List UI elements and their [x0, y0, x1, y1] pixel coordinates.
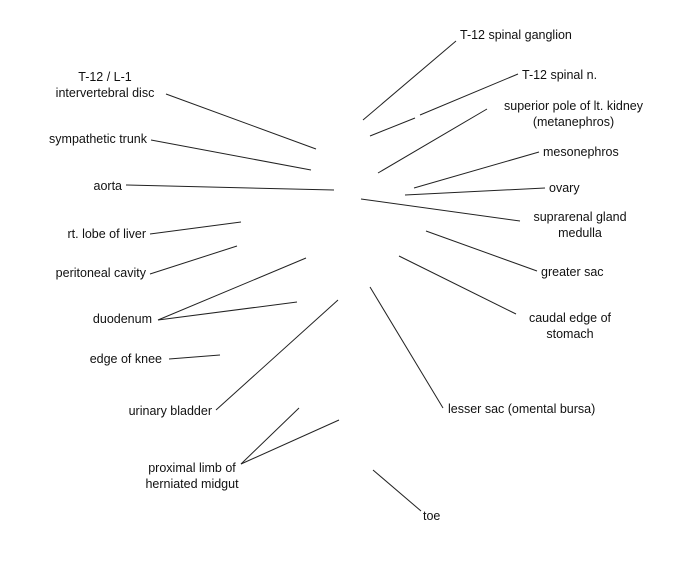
label-ovary: ovary: [549, 181, 580, 195]
leader-peritoneal-cavity: [149, 245, 238, 275]
label-rt-lobe-of-liver: rt. lobe of liver: [67, 227, 146, 241]
label-t12-spinal-ganglion: T-12 spinal ganglion: [460, 28, 572, 42]
label-aorta: aorta: [93, 179, 123, 193]
leader-urinary-bladder: [215, 299, 339, 411]
leader-duodenum-lower: [157, 301, 298, 321]
leader-superior-pole-kidney: [377, 108, 488, 174]
label-superior-pole-kidney: superior pole of lt. kidney (metanephros…: [504, 99, 643, 129]
leader-lesser-sac: [369, 286, 444, 409]
label-t12-spinal-nerve: T-12 spinal n.: [522, 68, 598, 82]
leader-t12-nerve-a: [419, 73, 519, 116]
leader-t12-ganglion: [362, 40, 457, 121]
label-proximal-limb-herniated-midgut: proximal limb of herniated midgut: [145, 461, 239, 491]
leader-t12-nerve-b: [369, 117, 416, 137]
leader-duodenum-upper: [157, 257, 307, 321]
leader-toe: [372, 469, 422, 512]
leader-aorta: [125, 184, 335, 191]
leader-mesonephros: [413, 151, 540, 189]
label-urinary-bladder: urinary bladder: [128, 404, 212, 418]
label-sympathetic-trunk: sympathetic trunk: [49, 132, 147, 146]
label-caudal-edge-of-stomach: caudal edge of stomach: [528, 311, 611, 341]
leader-midgut-upper: [240, 407, 300, 465]
label-duodenum: duodenum: [92, 312, 152, 326]
leader-midgut-lower: [240, 419, 340, 465]
leader-stomach-edge: [398, 255, 517, 315]
label-t12-l1-disc: T-12 / L-1 intervertebral disc: [55, 70, 155, 100]
leader-suprarenal-medulla: [360, 198, 521, 222]
label-edge-of-knee: edge of knee: [89, 352, 162, 366]
leader-sympathetic-trunk: [150, 139, 312, 171]
label-lesser-sac: lesser sac (omental bursa): [448, 402, 596, 416]
leader-knee-edge: [168, 354, 221, 360]
label-toe: toe: [423, 509, 441, 523]
label-peritoneal-cavity: peritoneal cavity: [55, 266, 146, 280]
label-mesonephros: mesonephros: [543, 145, 619, 159]
leader-ovary: [404, 187, 546, 196]
label-suprarenal-gland-medulla: suprarenal gland medulla: [533, 210, 627, 240]
leader-liver-lobe: [149, 221, 242, 235]
label-greater-sac: greater sac: [541, 265, 604, 279]
leader-greater-sac: [425, 230, 538, 272]
leader-t12-disc: [165, 93, 317, 150]
